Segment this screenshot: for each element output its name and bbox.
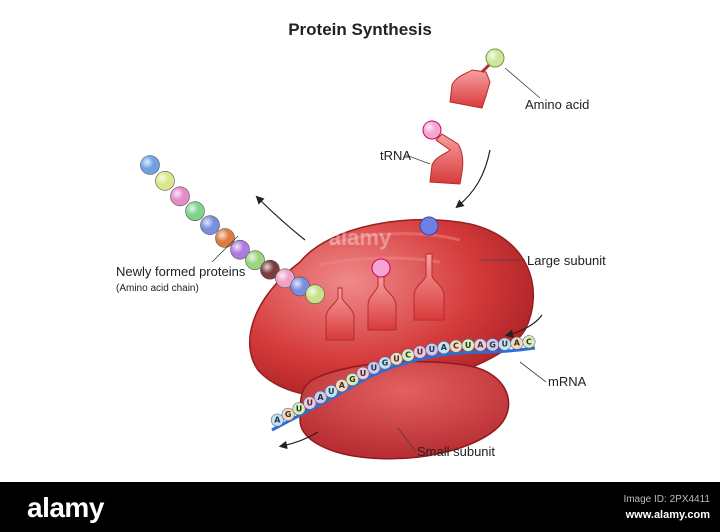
- label-amino-acid: Amino acid: [525, 97, 590, 112]
- trna-free: [422, 120, 464, 185]
- leader-small-subunit: [397, 427, 417, 453]
- arrow-mrna-in: [504, 314, 543, 338]
- codon-letter: U: [328, 387, 335, 396]
- codon-bead: [270, 413, 284, 427]
- codon-letter: A: [317, 393, 324, 402]
- amino-acid-bead-highlight: [155, 171, 175, 191]
- codon-letter: U: [306, 399, 313, 408]
- label-newly-formed-text: Newly formed proteins: [116, 264, 246, 279]
- amino-acid-bead-highlight: [305, 284, 325, 304]
- codon-bead: [378, 356, 392, 370]
- codon-bead: [335, 379, 349, 393]
- codon-letter: U: [296, 404, 303, 413]
- codon-letter: G: [489, 340, 496, 349]
- leader-mrna: [519, 361, 547, 383]
- codon-bead: [303, 396, 317, 410]
- codon-letter: G: [285, 410, 292, 419]
- arrow-chain-exit: [255, 195, 306, 241]
- amino-acid-bead-highlight: [140, 155, 160, 175]
- trna-docked-2: [367, 258, 397, 331]
- protein-chain: [140, 155, 325, 304]
- codon-letter: U: [417, 348, 424, 357]
- codon-bead: [356, 366, 370, 380]
- codon-letter: U: [501, 340, 508, 349]
- codon-bead: [292, 402, 306, 416]
- codon-bead: [522, 335, 536, 349]
- leader-amino-acid: [504, 67, 541, 99]
- label-mrna: mRNA: [548, 374, 587, 389]
- leader-newly-formed: [211, 235, 239, 263]
- codon-letter: A: [477, 340, 484, 349]
- codon-letter: G: [349, 375, 356, 384]
- codon-bead: [313, 390, 327, 404]
- watermark-text: alamy: [329, 225, 392, 250]
- label-newly-formed-proteins: Newly formed proteins (Amino acid chain): [116, 263, 246, 297]
- codon-letter: U: [371, 363, 378, 372]
- amino-acid-bead-highlight: [215, 228, 235, 248]
- image-id-text: Image ID: 2PX4411: [623, 494, 710, 505]
- arrow-trna-entry: [455, 149, 491, 209]
- codon-bead: [367, 361, 381, 375]
- codon-letter: U: [465, 341, 472, 350]
- codon-letter: A: [514, 339, 521, 348]
- codon-letter: C: [453, 342, 459, 351]
- label-amino-acid-chain: (Amino acid chain): [116, 283, 199, 294]
- amino-acid-trna: [449, 48, 505, 109]
- amino-acid-bead-highlight: [170, 186, 190, 206]
- codon-letter: G: [382, 358, 389, 367]
- amino-acid-bead-highlight: [230, 240, 250, 260]
- codon-bead: [389, 352, 403, 366]
- codon-letter: A: [441, 343, 448, 352]
- codon-letter: A: [274, 416, 281, 425]
- amino-acid-bead-highlight: [185, 201, 205, 221]
- codon-letter: U: [393, 354, 400, 363]
- leader-trna: [405, 154, 431, 165]
- site-url: www.alamy.com: [625, 509, 710, 521]
- codon-letter: A: [339, 381, 346, 390]
- codon-letter: U: [360, 369, 367, 378]
- label-small-subunit: Small subunit: [417, 444, 496, 459]
- amino-acid-bead-highlight: [290, 276, 310, 296]
- page-title: Protein Synthesis: [288, 20, 432, 39]
- codon-letter: U: [429, 345, 436, 354]
- codon-letter: C: [405, 351, 411, 360]
- trna-docked-3: [413, 216, 445, 321]
- codon-letter: C: [526, 337, 532, 346]
- arrow-mrna-out: [278, 431, 319, 450]
- codon-bead: [281, 407, 295, 421]
- amino-acid-bead-highlight: [260, 260, 280, 280]
- amino-acid-bead-highlight: [245, 250, 265, 270]
- brand-logo: alamy: [27, 492, 104, 523]
- trna-docked-1: [325, 287, 355, 341]
- label-large-subunit: Large subunit: [527, 253, 606, 268]
- codon-bead: [324, 384, 338, 398]
- codon-bead: [345, 372, 359, 386]
- amino-acid-bead-highlight: [275, 268, 295, 288]
- footer-bar: alamy Image ID: 2PX4411 www.alamy.com: [0, 482, 720, 532]
- amino-acid-bead-highlight: [200, 215, 220, 235]
- label-trna: tRNA: [380, 148, 412, 163]
